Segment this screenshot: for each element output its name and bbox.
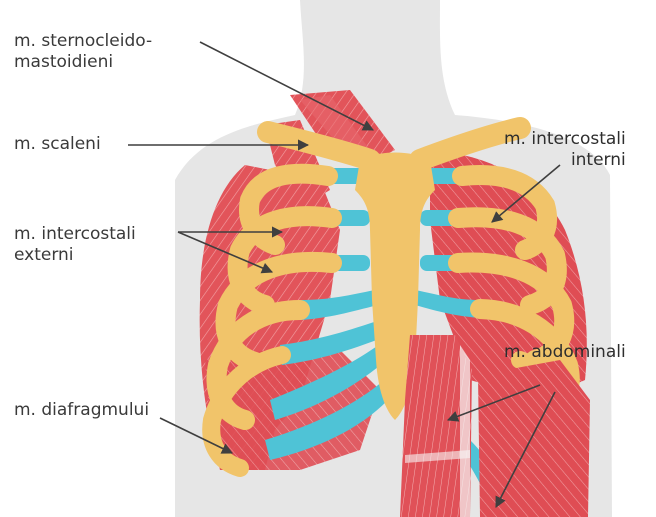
- label-intercostali-interni-line2: interni: [504, 150, 626, 171]
- label-intercostali-externi-line1: m. intercostali: [14, 224, 136, 245]
- label-intercostali-interni: m. intercostali interni: [504, 129, 626, 171]
- label-scaleni-line1: m. scaleni: [14, 134, 101, 155]
- label-abdominali-line1: m. abdominali: [504, 342, 626, 363]
- oblique-abdominal-muscle: [478, 360, 590, 517]
- label-diafragmului-line1: m. diafragmului: [14, 400, 149, 421]
- label-diafragmului: m. diafragmului: [14, 400, 149, 421]
- label-intercostali-externi-line2: externi: [14, 245, 136, 266]
- label-intercostali-interni-line1: m. intercostali: [504, 129, 626, 150]
- label-intercostali-externi: m. intercostali externi: [14, 224, 136, 266]
- label-abdominali: m. abdominali: [504, 342, 626, 363]
- label-scaleni: m. scaleni: [14, 134, 101, 155]
- label-sternocleidomastoid-line2: mastoidieni: [14, 52, 152, 73]
- label-sternocleidomastoid-line1: m. sternocleido-: [14, 31, 152, 52]
- label-sternocleidomastoid: m. sternocleido- mastoidieni: [14, 31, 152, 73]
